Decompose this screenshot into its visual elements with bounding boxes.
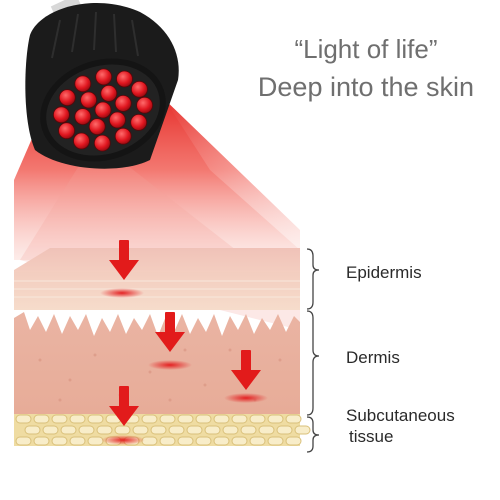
fat-cell <box>69 414 86 424</box>
led-chip <box>94 101 112 119</box>
led-chip <box>93 134 111 152</box>
led-chip <box>109 111 126 129</box>
led-chip <box>58 122 75 140</box>
fat-cell <box>222 425 239 435</box>
led-chip <box>88 118 106 135</box>
fat-cell <box>177 414 194 424</box>
fat-cell <box>285 436 302 446</box>
fat-cell <box>78 425 95 435</box>
fat-cell <box>24 425 41 435</box>
fat-cell <box>177 436 194 446</box>
glow-spot <box>101 435 145 445</box>
fat-cell <box>141 414 158 424</box>
fat-cell <box>195 436 212 446</box>
fat-cell <box>150 425 167 435</box>
layer-brackets <box>306 248 320 453</box>
fat-cell <box>87 414 104 424</box>
label-epidermis: Epidermis <box>346 263 422 282</box>
led-chip <box>136 96 154 114</box>
fat-cell <box>258 425 275 435</box>
fat-cell <box>33 414 50 424</box>
headline-quote: “Light of life” <box>294 34 438 64</box>
led-chip <box>74 108 92 125</box>
glow-spot <box>224 393 268 403</box>
fat-cell <box>267 414 284 424</box>
bracket-icon <box>306 416 320 453</box>
led-array <box>53 68 154 152</box>
fat-cell <box>42 425 59 435</box>
headline-subtitle: Deep into the skin <box>257 72 475 102</box>
fat-cell <box>60 425 77 435</box>
fat-cell <box>168 425 185 435</box>
fat-cell <box>15 414 32 424</box>
bracket-icon <box>306 310 320 416</box>
fat-cell <box>132 425 149 435</box>
led-chip <box>80 91 97 109</box>
fat-cell <box>294 425 311 435</box>
led-chip <box>100 85 118 102</box>
fat-cell <box>285 414 302 424</box>
fat-cell <box>231 414 248 424</box>
fat-cell <box>51 436 68 446</box>
led-chip <box>73 132 90 150</box>
led-chip <box>95 68 113 86</box>
led-chip <box>114 95 132 112</box>
fat-cell <box>114 425 131 435</box>
fat-cell <box>213 414 230 424</box>
fat-cell <box>249 414 266 424</box>
led-chip <box>114 127 132 145</box>
fat-cell <box>159 414 176 424</box>
fat-cell <box>69 436 86 446</box>
bracket-icon <box>306 248 320 310</box>
fat-cell <box>96 425 113 435</box>
fat-cell <box>231 436 248 446</box>
label-subcutaneous-tissue: tissue <box>349 427 394 446</box>
led-chip <box>58 89 76 106</box>
led-chip <box>130 80 148 98</box>
led-chip <box>53 106 70 124</box>
led-bulb-icon <box>25 0 179 169</box>
glow-spot <box>148 360 192 370</box>
epidermis-layer <box>14 272 300 310</box>
fat-cell <box>51 414 68 424</box>
label-subcutaneous: Subcutaneous <box>346 406 455 425</box>
fat-cell <box>195 414 212 424</box>
label-dermis: Dermis <box>346 348 400 367</box>
fat-cell <box>159 436 176 446</box>
fat-cell <box>204 425 221 435</box>
fat-cell <box>240 425 257 435</box>
fat-cell <box>186 425 203 435</box>
led-chip <box>130 114 148 131</box>
fat-cell <box>213 436 230 446</box>
fat-cell <box>276 425 293 435</box>
light-absorption-spots <box>100 288 268 445</box>
glow-spot <box>100 288 144 298</box>
skin-cross-section <box>14 248 311 446</box>
fat-cell <box>33 436 50 446</box>
skin-top-surface <box>14 248 300 275</box>
fat-cell <box>267 436 284 446</box>
led-chip <box>74 75 92 93</box>
fat-cell <box>249 436 266 446</box>
led-chip <box>116 70 133 88</box>
fat-cell <box>87 436 104 446</box>
fat-cell <box>15 436 32 446</box>
